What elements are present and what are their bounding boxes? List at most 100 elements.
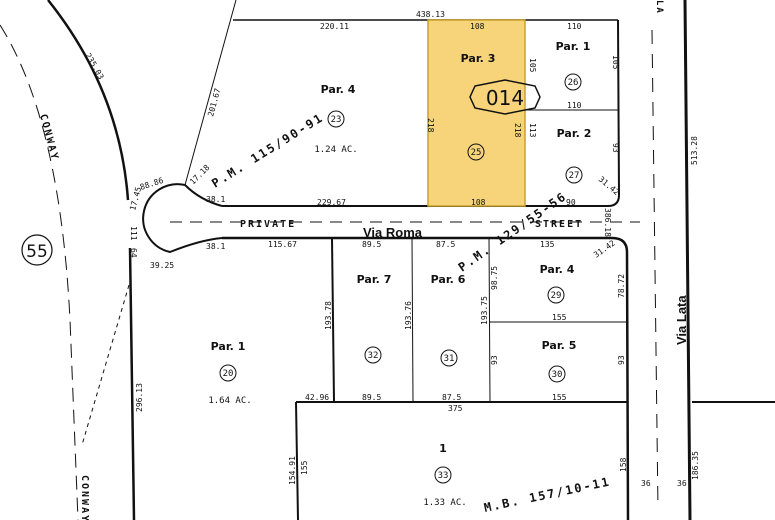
parcel-label: Par. 4	[540, 263, 575, 276]
dimension: 42.96	[305, 393, 329, 402]
via-lata-label: Via Lata	[674, 295, 689, 345]
dimension: 90	[566, 198, 576, 207]
dimension: 89.5	[362, 393, 381, 402]
dimension: 375	[448, 404, 463, 413]
dimension: 87.5	[436, 240, 455, 249]
parcel-number: 20	[223, 369, 234, 379]
road-south-edge	[222, 236, 630, 520]
parcel-number: 23	[331, 115, 342, 125]
dimension: 93	[617, 355, 626, 365]
parcel-label: Par. 4	[321, 83, 356, 96]
parcel-number: 27	[569, 171, 580, 181]
par1-east	[607, 19, 621, 207]
parcel-acres: 1.24 AC.	[314, 145, 357, 155]
parcel-label: Par. 1	[556, 40, 591, 53]
map-number-badge: 014	[469, 79, 541, 115]
dimension: 135	[540, 240, 555, 249]
dimension: 113	[528, 123, 537, 138]
parcel-number: 32	[368, 351, 379, 361]
dimension: 201.67	[206, 87, 222, 117]
dimension: 105	[611, 55, 620, 70]
parcel-label: Par. 5	[542, 339, 577, 352]
parcel-label: Par. 1	[211, 340, 246, 353]
dimension: 17.45	[128, 186, 143, 212]
parcel-number: 26	[568, 78, 579, 88]
dimension: 36	[677, 479, 687, 488]
conway-east-edge-lower	[128, 247, 136, 520]
dimension: 193.76	[404, 301, 413, 330]
par7-west	[331, 237, 335, 403]
dimension: 193.75	[480, 296, 489, 325]
dimension: 438.13	[416, 10, 445, 19]
dimension: 93	[611, 143, 620, 153]
dimension: 229.67	[317, 198, 346, 207]
par7-par6-line	[411, 237, 414, 403]
parcel-number: 33	[438, 471, 449, 481]
parcel-number: 25	[471, 148, 482, 158]
dimension: 98.75	[490, 266, 499, 290]
book-badge: 55	[21, 234, 53, 266]
dimension: 93	[490, 355, 499, 365]
dimension: 111	[129, 226, 138, 241]
conway-label-lower: CONWAY	[79, 475, 90, 520]
dimension: 115.67	[268, 240, 297, 249]
dimension: 78.72	[617, 274, 626, 298]
dimension: 220.11	[320, 22, 349, 31]
parcel-label: 1	[439, 442, 447, 455]
dimension: 89.5	[362, 240, 381, 249]
parcel-label: Par. 3	[461, 52, 496, 65]
mb-label: M.B. 157/10-11	[483, 474, 612, 515]
private-label: PRIVATE	[240, 219, 296, 230]
dimension: 386.18	[603, 208, 612, 237]
street-label: STREET	[535, 219, 583, 230]
parcel-label: Par. 6	[431, 273, 466, 286]
book-number: 55	[26, 242, 48, 262]
cul-de-sac	[142, 183, 223, 254]
par6-par4-line	[488, 237, 491, 403]
via-lata-east	[683, 0, 692, 520]
dimension: 513.28	[690, 136, 699, 165]
dimension: 155	[300, 460, 309, 475]
map-number: 014	[486, 86, 524, 110]
conway-west-edge	[47, 0, 130, 201]
dimension: 154.91	[288, 456, 297, 485]
dashed-tie-line	[81, 284, 130, 446]
dimension: 155	[552, 313, 567, 322]
dimension: 38.1	[206, 195, 225, 204]
dimension: 235.03	[83, 52, 105, 82]
dimension: 105	[528, 58, 537, 73]
dimension: 108	[471, 198, 486, 207]
parcel-label: Par. 7	[357, 273, 392, 286]
dimension: 31.42	[597, 175, 621, 197]
parcel-number: 31	[444, 354, 455, 364]
parcel-acres: 1.64 AC.	[208, 396, 251, 406]
parcel-labels: Par. 3 25 Par. 1 26 Par. 2 27 Par. 4 23 …	[208, 40, 591, 508]
dimension: 193.78	[324, 301, 333, 330]
conway-centerline	[0, 24, 79, 520]
parcel-number: 30	[552, 370, 563, 380]
via-roma-label: Via Roma	[363, 225, 423, 240]
dimension: 17.18	[188, 163, 212, 187]
dimension: 186.35	[691, 451, 700, 480]
dimension: 36	[641, 479, 651, 488]
dimension: 87.5	[442, 393, 461, 402]
via-lata-centerline	[651, 29, 659, 511]
parcel-acres: 1.33 AC.	[423, 498, 466, 508]
dimension: 64	[129, 248, 138, 258]
dimension: 110	[567, 101, 582, 110]
parcel-number: 29	[551, 291, 562, 301]
hexagon-icon	[469, 79, 541, 115]
pm-upper-label: P.M. 115/90-91	[209, 110, 326, 190]
dimension: 110	[567, 22, 582, 31]
dimension: 158	[619, 457, 628, 472]
road-labels: Via Roma Via Lata PRIVATE STREET CONWAY …	[37, 0, 689, 520]
dimension: 39.25	[150, 261, 174, 270]
dimension: 218	[513, 123, 522, 138]
dimension: 155	[552, 393, 567, 402]
dimension: 31.42	[592, 238, 617, 259]
lata-label-top: LA	[654, 0, 664, 15]
dimension: 218	[426, 118, 435, 133]
dimension: 38.1	[206, 242, 225, 251]
